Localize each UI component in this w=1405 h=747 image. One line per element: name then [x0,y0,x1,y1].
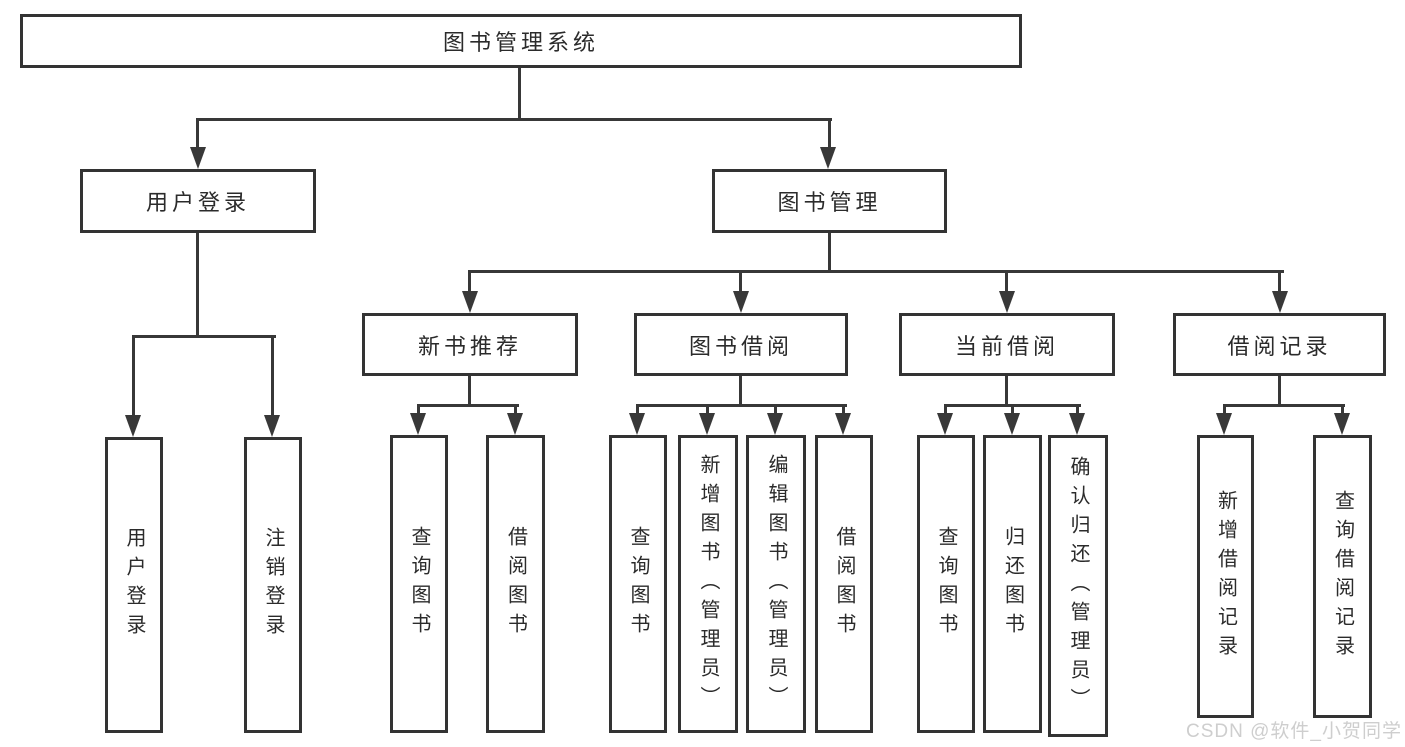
arrow-down-icon [410,413,426,435]
connector-line [196,118,832,121]
leaf-logout: 注销登录 [244,437,302,733]
node-label: 确认归还（管理员） [1067,455,1089,717]
connector-line [1278,375,1281,406]
node-label: 图书借阅 [688,333,793,359]
leaf-edit-book-admin: 编辑图书（管理员） [746,435,806,733]
connector-line [1076,404,1079,417]
connector-line [706,404,709,417]
node-label: 用户登录 [145,190,250,215]
node-label: 查询借阅记录 [1331,489,1354,664]
leaf-query-borrow-record: 查询借阅记录 [1313,435,1372,718]
leaf-return-books: 归还图书 [983,435,1042,733]
leaf-user-login: 用户登录 [105,437,163,733]
node-borrow-records: 借阅记录 [1173,313,1386,376]
arrow-down-icon [767,413,783,435]
arrow-down-icon [1069,413,1085,435]
arrow-down-icon [835,413,851,435]
arrow-down-icon [999,291,1015,313]
leaf-query-books: 查询图书 [609,435,667,733]
leaf-confirm-return-admin: 确认归还（管理员） [1048,435,1108,737]
connector-line [132,335,135,417]
node-label: 用户登录 [123,527,145,643]
arrow-down-icon [699,413,715,435]
arrow-down-icon [629,413,645,435]
node-label: 归还图书 [1001,526,1024,642]
connector-line [842,404,845,417]
arrow-down-icon [507,413,523,435]
arrow-down-icon [190,147,206,169]
leaf-borrow-books: 借阅图书 [486,435,545,733]
connector-line [636,404,639,417]
connector-line [417,404,420,417]
connector-line [196,118,199,150]
arrow-down-icon [1004,413,1020,435]
connector-line [1005,270,1008,293]
connector-line [1011,404,1014,417]
connector-line [636,404,847,407]
watermark: CSDN @软件_小贺同学 [1186,721,1402,742]
arrow-down-icon [264,415,280,437]
node-label: 编辑图书（管理员） [765,453,787,715]
node-label: 借阅记录 [1227,333,1332,359]
node-new-book-recommend: 新书推荐 [362,313,578,376]
leaf-query-books: 查询图书 [390,435,448,733]
node-label: 查询图书 [935,526,957,642]
node-user-login: 用户登录 [80,169,316,233]
connector-line [132,335,276,338]
node-label: 查询图书 [408,526,430,642]
connector-line [1278,270,1281,293]
node-book-borrowing: 图书借阅 [634,313,848,376]
node-label: 借阅图书 [504,526,527,642]
node-book-management: 图书管理 [712,169,947,233]
connector-line [828,233,831,271]
arrow-down-icon [1334,413,1350,435]
connector-line [774,404,777,417]
connector-line [468,375,471,406]
connector-line [1223,404,1345,407]
node-label: 新增借阅记录 [1214,489,1237,664]
connector-line [417,404,519,407]
arrow-down-icon [1216,413,1232,435]
arrow-down-icon [937,413,953,435]
node-label: 图书管理 [777,190,882,215]
arrow-down-icon [1272,291,1288,313]
connector-line [739,270,742,293]
leaf-query-books: 查询图书 [917,435,975,733]
node-label: 当前借阅 [954,333,1059,359]
connector-line [1223,404,1226,417]
connector-line [1005,375,1008,406]
connector-line [828,118,831,150]
node-label: 查询图书 [627,526,649,642]
connector-line [514,404,517,417]
leaf-add-borrow-record: 新增借阅记录 [1197,435,1254,718]
connector-line [196,233,199,336]
connector-line [944,404,947,417]
arrow-down-icon [820,147,836,169]
connector-line [518,68,521,120]
connector-line [468,270,1284,273]
connector-line [468,270,471,293]
node-label: 借阅图书 [833,526,855,642]
arrow-down-icon [125,415,141,437]
arrow-down-icon [462,291,478,313]
leaf-borrow-books: 借阅图书 [815,435,873,733]
node-label: 新增图书（管理员） [697,453,719,715]
node-label: 新书推荐 [417,333,522,359]
arrow-down-icon [733,291,749,313]
leaf-add-book-admin: 新增图书（管理员） [678,435,738,733]
node-label: 图书管理系统 [442,30,599,55]
connector-line [739,375,742,406]
node-label: 注销登录 [262,527,284,643]
node-current-borrowing: 当前借阅 [899,313,1115,376]
connector-line [1341,404,1344,417]
node-library-system: 图书管理系统 [20,14,1022,68]
connector-line [271,335,274,417]
